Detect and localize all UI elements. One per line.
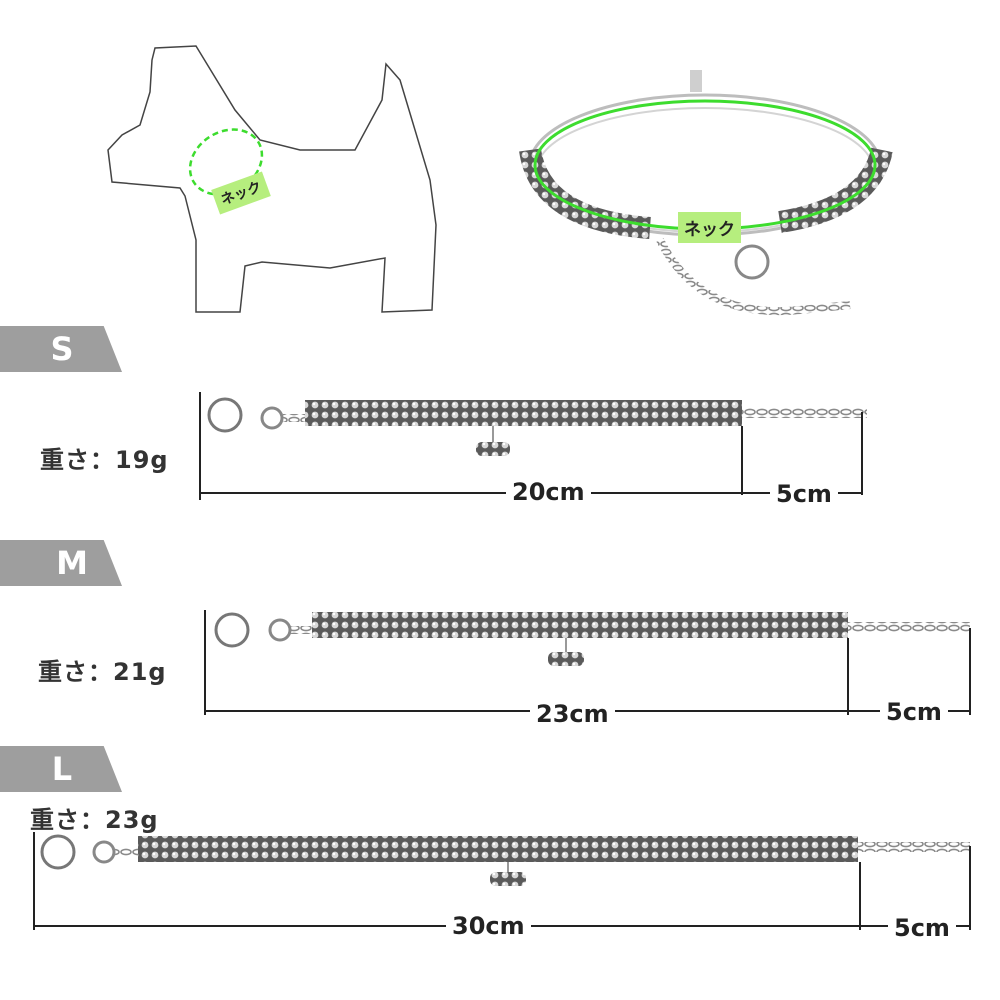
collar-photo — [519, 70, 893, 316]
size-l-letter: L — [51, 750, 73, 788]
size-s-weight: 重さ：19g — [40, 446, 169, 474]
size-m-tab — [0, 540, 122, 586]
size-m-extension: 5cm — [880, 698, 948, 726]
collar-neck-label: ネック — [678, 212, 741, 243]
size-m-dimensions — [204, 610, 971, 715]
size-s-tab — [0, 326, 122, 372]
collar-s-image — [207, 397, 867, 456]
size-s-length: 20cm — [506, 478, 591, 506]
dog-outline — [107, 45, 437, 313]
size-m-letter: M — [56, 544, 88, 582]
size-m-weight: 重さ：21g — [38, 658, 167, 686]
collar-l-image — [40, 834, 970, 886]
collar-m-image — [214, 612, 970, 666]
size-m-length: 23cm — [530, 700, 615, 728]
size-l-length: 30cm — [446, 912, 531, 940]
size-s-letter: S — [50, 330, 74, 368]
size-s-dimensions — [199, 392, 863, 500]
size-l-extension: 5cm — [888, 914, 956, 942]
size-l-tab — [0, 746, 122, 792]
size-s-extension: 5cm — [770, 480, 838, 508]
size-l-weight: 重さ：23g — [30, 806, 159, 834]
